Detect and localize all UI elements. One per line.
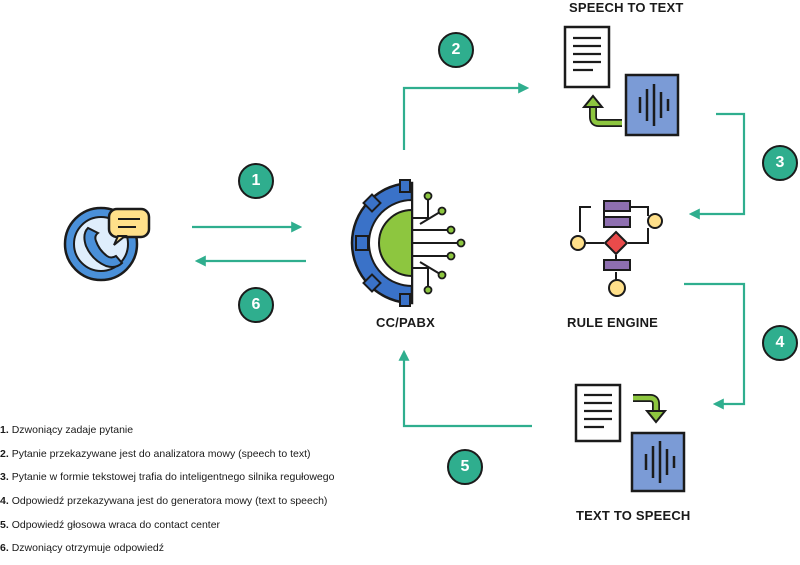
step-2-badge: 2 bbox=[438, 32, 474, 68]
steps-legend: 1. Dzwoniący zadaje pytanie 2. Pytanie p… bbox=[0, 423, 334, 565]
arrow-step-2 bbox=[402, 82, 530, 150]
step-1-badge: 1 bbox=[238, 163, 274, 199]
step-4-badge: 4 bbox=[762, 325, 798, 361]
rule-engine-label: RULE ENGINE bbox=[567, 315, 659, 330]
legend-item: 3. Pytanie w formie tekstowej trafia do … bbox=[0, 471, 335, 484]
text-to-speech-label: TEXT TO SPEECH bbox=[576, 508, 691, 523]
arrow-step-4 bbox=[684, 282, 746, 410]
legend-item: 1. Dzwoniący zadaje pytanie bbox=[0, 424, 134, 436]
legend-item: 5. Odpowiedź głosowa wraca do contact ce… bbox=[0, 518, 221, 531]
document-to-audio-icon bbox=[574, 383, 686, 493]
legend-item: 2. Pytanie przekazywane jest do analizat… bbox=[0, 447, 311, 460]
legend-item: 6. Dzwoniący otrzymuje odpowiedź bbox=[0, 542, 165, 555]
step-6-badge: 6 bbox=[238, 287, 274, 323]
flowchart-icon bbox=[570, 200, 663, 297]
arrow-step-3 bbox=[688, 112, 746, 220]
phone-chat-icon bbox=[63, 206, 151, 282]
legend-item: 4. Odpowiedź przekazywana jest do genera… bbox=[0, 495, 328, 508]
gear-brain-circuit-icon bbox=[350, 179, 466, 307]
document-to-audio-icon bbox=[563, 25, 680, 137]
ccpabx-label: CC/PABX bbox=[376, 315, 435, 330]
speech-to-text-label: SPEECH TO TEXT bbox=[569, 0, 684, 15]
step-5-badge: 5 bbox=[447, 449, 483, 485]
step-3-badge: 3 bbox=[762, 145, 798, 181]
arrow-step-5 bbox=[398, 349, 532, 428]
